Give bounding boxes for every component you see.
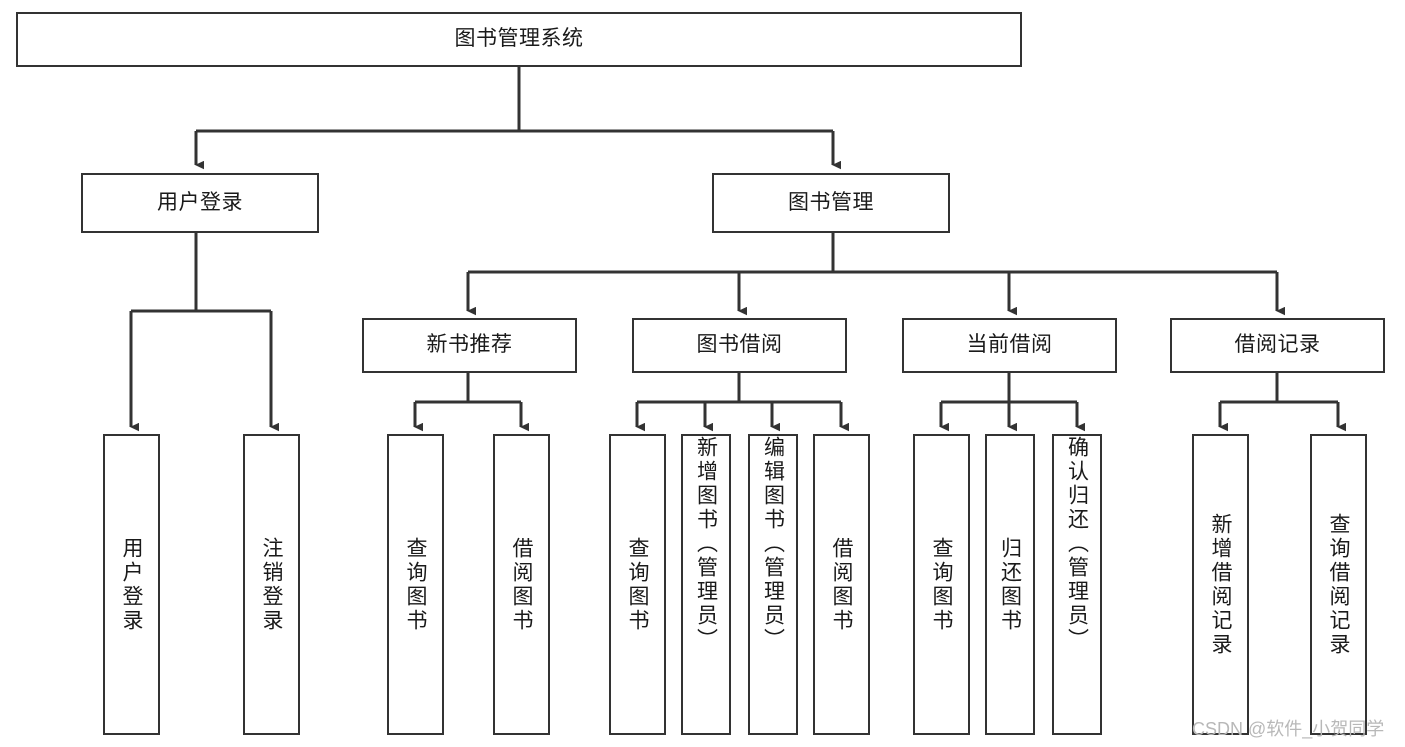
node-label: 图书管理系统 <box>454 27 584 51</box>
node-label: 查询图书 <box>626 536 649 633</box>
node-current-borrow[interactable]: 当前借阅 <box>902 318 1117 373</box>
node-label: 用户登录 <box>120 536 143 633</box>
node-label: 新增借阅记录 <box>1209 512 1232 657</box>
node-leaf-query-book-recommend[interactable]: 查询图书 <box>387 434 444 735</box>
node-label: 借阅记录 <box>1234 333 1321 357</box>
node-book-borrow[interactable]: 图书借阅 <box>632 318 847 373</box>
node-label: 用户登录 <box>157 190 243 214</box>
node-leaf-query-book-current[interactable]: 查询图书 <box>913 434 970 735</box>
node-label: 注销登录 <box>260 536 283 633</box>
node-leaf-logout[interactable]: 注销登录 <box>243 434 300 735</box>
node-leaf-borrow-book[interactable]: 借阅图书 <box>813 434 870 735</box>
node-leaf-return-book[interactable]: 归还图书 <box>985 434 1035 735</box>
node-label: 确认归还（管理员） <box>1065 436 1089 652</box>
node-borrow-record[interactable]: 借阅记录 <box>1170 318 1385 373</box>
node-label: 图书借阅 <box>696 333 783 357</box>
node-label: 新增图书（管理员） <box>694 436 718 652</box>
node-label: 查询图书 <box>930 536 953 633</box>
node-leaf-query-borrow-record[interactable]: 查询借阅记录 <box>1310 434 1367 735</box>
node-leaf-query-book-borrow[interactable]: 查询图书 <box>609 434 666 735</box>
node-leaf-user-login[interactable]: 用户登录 <box>103 434 160 735</box>
node-label: 查询图书 <box>404 536 427 633</box>
node-leaf-add-book-admin[interactable]: 新增图书（管理员） <box>681 434 731 735</box>
node-label: 借阅图书 <box>510 536 533 633</box>
node-leaf-edit-book-admin[interactable]: 编辑图书（管理员） <box>748 434 798 735</box>
node-label: 当前借阅 <box>966 333 1053 357</box>
node-label: 借阅图书 <box>830 536 853 633</box>
node-label: 新书推荐 <box>426 333 513 357</box>
node-label: 编辑图书（管理员） <box>761 436 785 652</box>
csdn-watermark: CSDN @软件_小贺同学 <box>1192 719 1385 739</box>
node-leaf-borrow-book-recommend[interactable]: 借阅图书 <box>493 434 550 735</box>
node-user-login[interactable]: 用户登录 <box>81 173 319 233</box>
node-leaf-add-borrow-record[interactable]: 新增借阅记录 <box>1192 434 1249 735</box>
node-label: 查询借阅记录 <box>1327 512 1350 657</box>
node-book-management[interactable]: 图书管理 <box>712 173 950 233</box>
node-label: 归还图书 <box>998 536 1022 633</box>
node-root-book-management-system[interactable]: 图书管理系统 <box>16 12 1022 67</box>
node-new-book-recommend[interactable]: 新书推荐 <box>362 318 577 373</box>
node-leaf-confirm-return-admin[interactable]: 确认归还（管理员） <box>1052 434 1102 735</box>
node-label: 图书管理 <box>788 190 874 214</box>
